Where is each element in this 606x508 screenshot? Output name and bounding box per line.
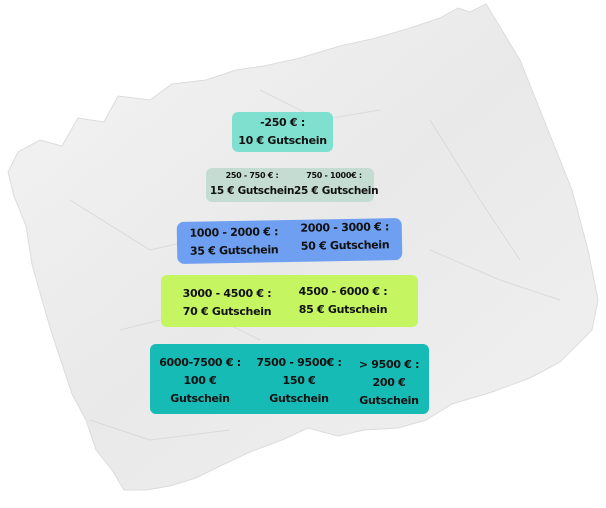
tier-3-box: 1000 - 2000 € : 35 € Gutschein 2000 - 30… — [176, 218, 403, 264]
range-label: 2000 - 3000 € : — [300, 220, 390, 235]
range-label: 750 - 1000€ : — [306, 171, 362, 180]
voucher-label: 15 € Gutschein — [209, 185, 295, 197]
amount-label: 150 € — [282, 374, 316, 387]
range-label: 7500 - 9500€ : — [256, 356, 342, 369]
range-label: 4500 - 6000 € : — [298, 285, 388, 298]
range-label: > 9500 € : — [358, 358, 420, 371]
voucher-label: 25 € Gutschein — [294, 185, 379, 197]
tier-5-cell-3: > 9500 € : 200 € Gutschein — [348, 356, 430, 410]
tier-4-cell-1: 3000 - 4500 € : 70 € Gutschein — [169, 285, 285, 321]
tier-1-box: -250 € : 10 € Gutschein — [232, 112, 333, 152]
tier-2-cell-1: 250 - 750 € : 15 € Gutschein — [208, 170, 296, 200]
tier-4-box: 3000 - 4500 € : 70 € Gutschein 4500 - 60… — [161, 275, 418, 327]
voucher-label: 70 € Gutschein — [182, 305, 272, 318]
voucher-label: 35 € Gutschein — [189, 243, 279, 258]
voucher-word: Gutschein — [170, 392, 230, 405]
tier-4-cell-2: 4500 - 6000 € : 85 € Gutschein — [285, 283, 401, 319]
range-label: 1000 - 2000 € : — [189, 225, 279, 240]
tier-3-cell-1: 1000 - 2000 € : 35 € Gutschein — [179, 223, 290, 261]
voucher-label: 10 € Gutschein — [238, 134, 327, 147]
voucher-label: 85 € Gutschein — [298, 303, 388, 316]
amount-label: 200 € — [372, 376, 406, 389]
range-label: 250 - 750 € : — [225, 171, 279, 180]
tier-2-box: 250 - 750 € : 15 € Gutschein 750 - 1000€… — [206, 168, 379, 202]
tier-5-cell-1: 6000-7500 € : 100 € Gutschein — [150, 354, 250, 408]
tier-5-box: 6000-7500 € : 100 € Gutschein 7500 - 950… — [150, 344, 429, 414]
voucher-word: Gutschein — [359, 394, 419, 407]
voucher-word: Gutschein — [269, 392, 329, 405]
tier-3-cell-2: 2000 - 3000 € : 50 € Gutschein — [291, 218, 400, 256]
range-label: 3000 - 4500 € : — [182, 287, 272, 300]
amount-label: 100 € — [183, 374, 217, 387]
voucher-label: 50 € Gutschein — [300, 238, 390, 253]
tier-2-cell-2: 750 - 1000€ : 25 € Gutschein — [294, 170, 379, 200]
range-label: 6000-7500 € : — [159, 356, 241, 369]
range-label: -250 € : — [260, 116, 305, 129]
tier-1-cell: -250 € : 10 € Gutschein — [232, 114, 333, 150]
tier-5-cell-2: 7500 - 9500€ : 150 € Gutschein — [250, 354, 348, 408]
